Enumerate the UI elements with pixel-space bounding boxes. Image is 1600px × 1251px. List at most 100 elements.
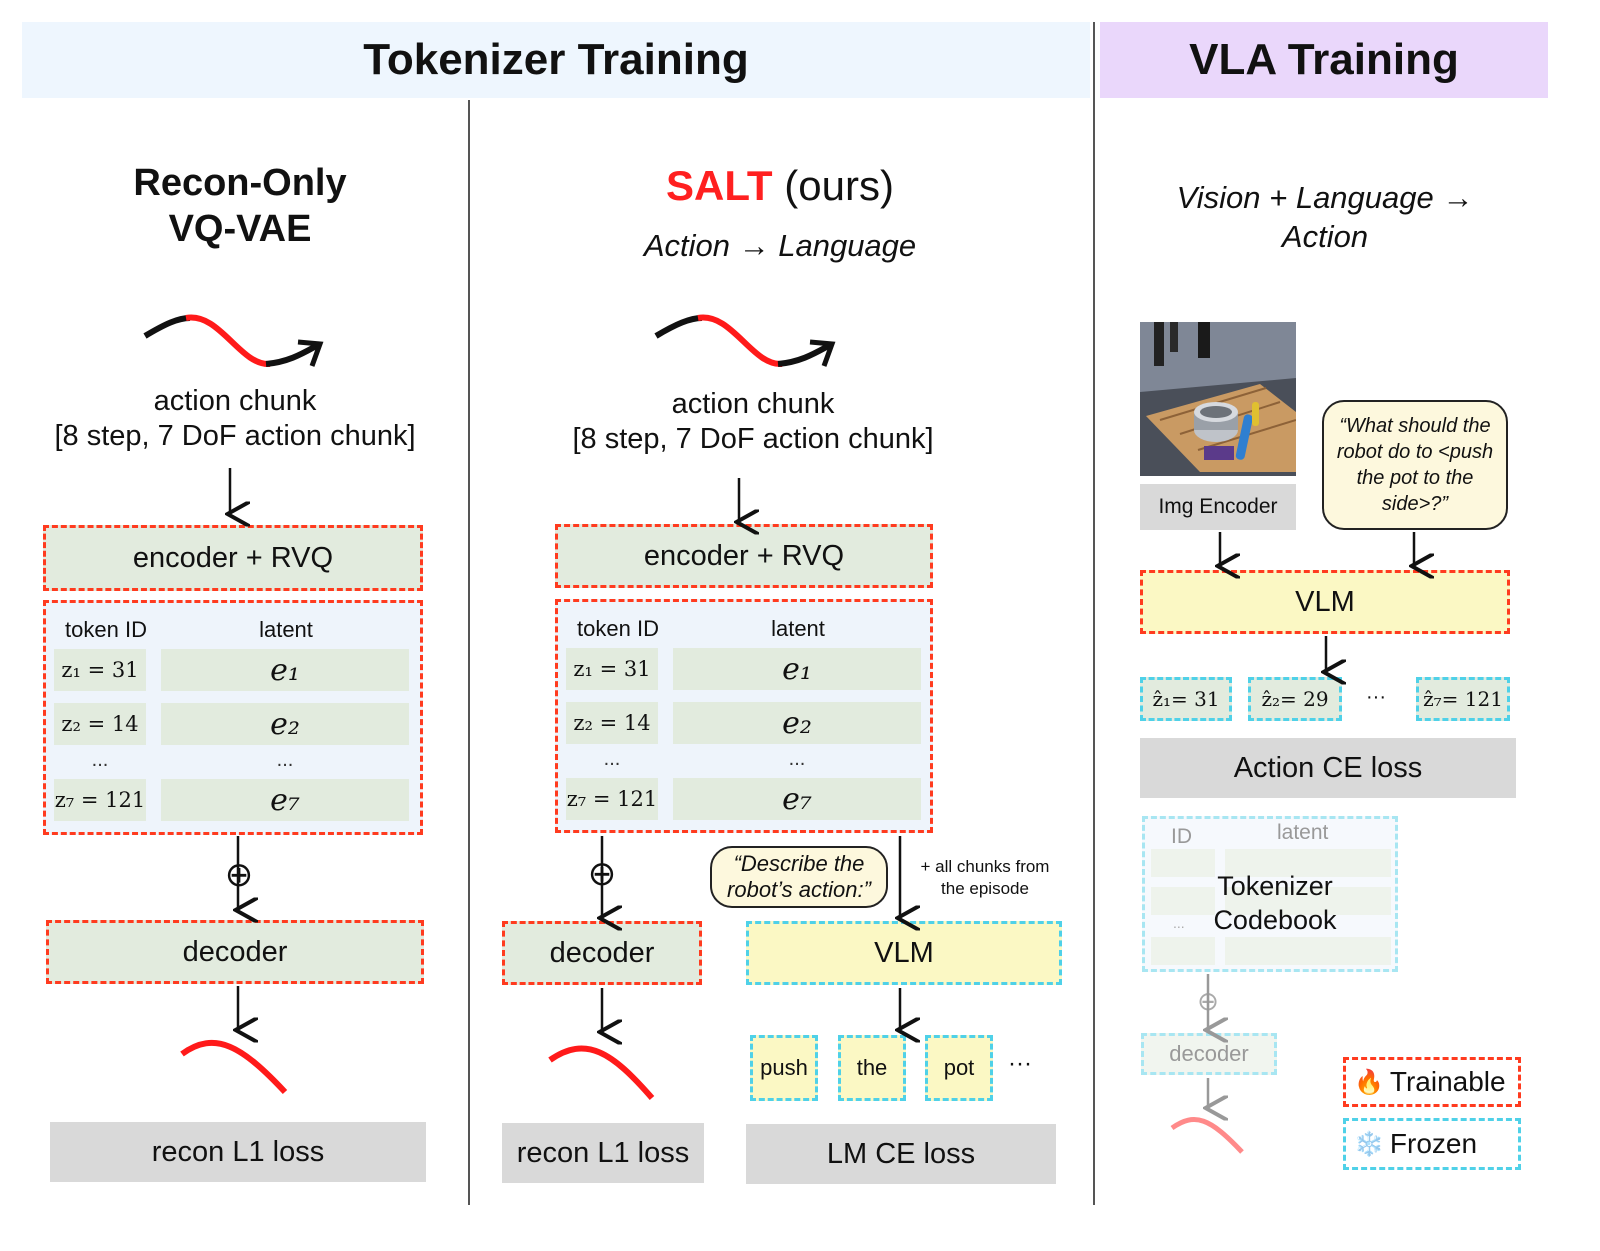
- latent-cell: e₁: [161, 649, 409, 691]
- encoder-rvq-label: encoder + RVQ: [643, 539, 845, 572]
- action-chunk-label: action chunk [8 step, 7 DoF action chunk…: [30, 384, 440, 454]
- latent-cell: e₇: [673, 778, 921, 820]
- recon-only-title-line2: VQ-VAE: [168, 208, 312, 250]
- episode-chunks-note: + all chunks from the episode: [920, 857, 1050, 898]
- legend-trainable: 🔥 Trainable: [1343, 1057, 1521, 1107]
- encoder-rvq-label: encoder + RVQ: [132, 541, 334, 574]
- action-chunk-curve: [143, 314, 324, 367]
- action-loss-box: Action CE loss: [1140, 738, 1516, 798]
- latent-header: latent: [771, 616, 825, 641]
- divider-left: [468, 100, 470, 1205]
- row-ellipsis: ...: [276, 749, 294, 771]
- token-id-cell: z₁ = 31: [54, 649, 146, 691]
- token-id-cell: z₁ = 31: [566, 648, 658, 690]
- recon-loss-label: recon L1 loss: [516, 1136, 690, 1169]
- robot-scene-drawing: [1140, 322, 1296, 476]
- encoder-rvq-box: encoder + RVQ: [555, 524, 933, 588]
- codebook-cell: [1225, 849, 1391, 877]
- token-id-header: token ID: [577, 616, 659, 641]
- tokenizer-training-title: Tokenizer Training: [363, 35, 749, 84]
- salt-subtitle: Action → Language: [643, 228, 917, 263]
- salt-title: SALT (ours): [560, 162, 1000, 210]
- salt-name: SALT: [666, 162, 773, 209]
- codebook-title: Tokenizer Codebook: [1213, 871, 1337, 935]
- frozen-decoder-label: decoder: [1169, 1041, 1249, 1066]
- recon-loss-box: recon L1 loss: [502, 1123, 704, 1183]
- vla-subtitle: Vision + Language → Action: [1120, 178, 1530, 256]
- codebook-cell: [1225, 937, 1391, 965]
- action-chunk-label: action chunk [8 step, 7 DoF action chunk…: [548, 387, 958, 457]
- predicted-token: ẑ₇= 121: [1416, 677, 1510, 721]
- token-id-header: token ID: [65, 617, 147, 642]
- token-id-cell: z₇ = 121: [566, 778, 658, 820]
- salt-ours: (ours): [772, 162, 894, 209]
- language-token: pot: [925, 1035, 993, 1101]
- token-id-cell: z₂ = 14: [54, 703, 146, 745]
- tokens-ellipsis: ···: [1008, 1050, 1032, 1077]
- language-token: push: [750, 1035, 818, 1101]
- codebook-ellipsis: ...: [1173, 915, 1185, 931]
- tokenizer-codebook: ID latent ... Tokenizer Codebook: [1142, 816, 1398, 972]
- snowflake-icon: ❄️: [1354, 1130, 1384, 1158]
- action-loss-label: Action CE loss: [1233, 751, 1423, 784]
- legend-frozen: ❄️ Frozen: [1343, 1118, 1521, 1170]
- instruction-bubble: “What should the robot do to <push the p…: [1322, 400, 1508, 530]
- recon-loss-box: recon L1 loss: [50, 1122, 426, 1182]
- action-chunk-curve: [654, 314, 836, 367]
- vla-training-title: VLA Training: [1189, 35, 1459, 84]
- latent-cell: e₂: [161, 703, 409, 745]
- predicted-token: ẑ₁= 31: [1140, 677, 1232, 721]
- lm-loss-box: LM CE loss: [746, 1124, 1056, 1184]
- token-id-cell: z₂ = 14: [566, 702, 658, 744]
- action-chunk-label-line1: action chunk: [153, 385, 317, 417]
- latent-header: latent: [259, 617, 313, 642]
- reconstructed-curve: [1170, 1117, 1244, 1154]
- tokenizer-training-header: Tokenizer Training: [22, 22, 1090, 98]
- preds-ellipsis: ···: [1366, 686, 1386, 708]
- latent-cell: e₁: [673, 648, 921, 690]
- reconstructed-curve: [180, 1039, 288, 1095]
- row-ellipsis: ...: [603, 748, 621, 770]
- img-encoder-label: Img Encoder: [1158, 495, 1278, 518]
- latent-cell: e₂: [673, 702, 921, 744]
- reconstructed-curve: [548, 1045, 655, 1100]
- img-encoder-box: Img Encoder: [1140, 484, 1296, 530]
- codebook-cell: [1151, 887, 1215, 915]
- codebook-cell: [1151, 937, 1215, 965]
- decoder-label: decoder: [549, 936, 655, 969]
- codebook-id-header: ID: [1171, 825, 1192, 848]
- vlm-label: VLM: [874, 936, 934, 969]
- recon-loss-label: recon L1 loss: [151, 1135, 325, 1168]
- encoder-rvq-box: encoder + RVQ: [43, 525, 423, 591]
- codebook-cell: [1225, 887, 1391, 915]
- recon-only-title: Recon-Only VQ-VAE: [60, 160, 420, 252]
- decoder-label: decoder: [182, 935, 288, 968]
- legend-trainable-label: Trainable: [1389, 1066, 1506, 1097]
- action-chunk-label-line1: action chunk: [671, 388, 835, 420]
- vla-vlm-box: VLM: [1140, 570, 1510, 634]
- latent-cell: e₇: [161, 779, 409, 821]
- codebook-latent-header: latent: [1277, 821, 1329, 844]
- row-ellipsis: ...: [788, 748, 806, 770]
- decoder-box: decoder: [46, 920, 424, 984]
- describe-prompt-bubble: “Describe the robot’s action:”: [710, 846, 888, 908]
- token-table: token ID latent z₁ = 31 e₁ z₂ = 14 e₂ ..…: [555, 599, 933, 833]
- recon-only-title-line1: Recon-Only: [133, 162, 347, 204]
- vla-training-header: VLA Training: [1100, 22, 1548, 98]
- vla-vlm-label: VLM: [1295, 585, 1355, 618]
- token-table: token ID latent z₁ = 31 e₁ z₂ = 14 e₂ ..…: [43, 600, 423, 835]
- divider-right: [1093, 22, 1095, 1205]
- fire-icon: 🔥: [1354, 1068, 1384, 1096]
- token-id-cell: z₇ = 121: [54, 779, 146, 821]
- codebook-cell: [1151, 849, 1215, 877]
- vla-subtitle-line2: Action: [1281, 219, 1369, 254]
- language-token: the: [838, 1035, 906, 1101]
- action-chunk-label-line2: [8 step, 7 DoF action chunk]: [572, 423, 934, 455]
- legend-frozen-label: Frozen: [1389, 1128, 1478, 1159]
- robot-scene-image: [1140, 322, 1296, 476]
- vla-subtitle-line1: Vision + Language →: [1176, 180, 1474, 215]
- row-ellipsis: ...: [91, 749, 109, 771]
- lm-loss-label: LM CE loss: [826, 1137, 976, 1170]
- action-chunk-label-line2: [8 step, 7 DoF action chunk]: [54, 420, 416, 452]
